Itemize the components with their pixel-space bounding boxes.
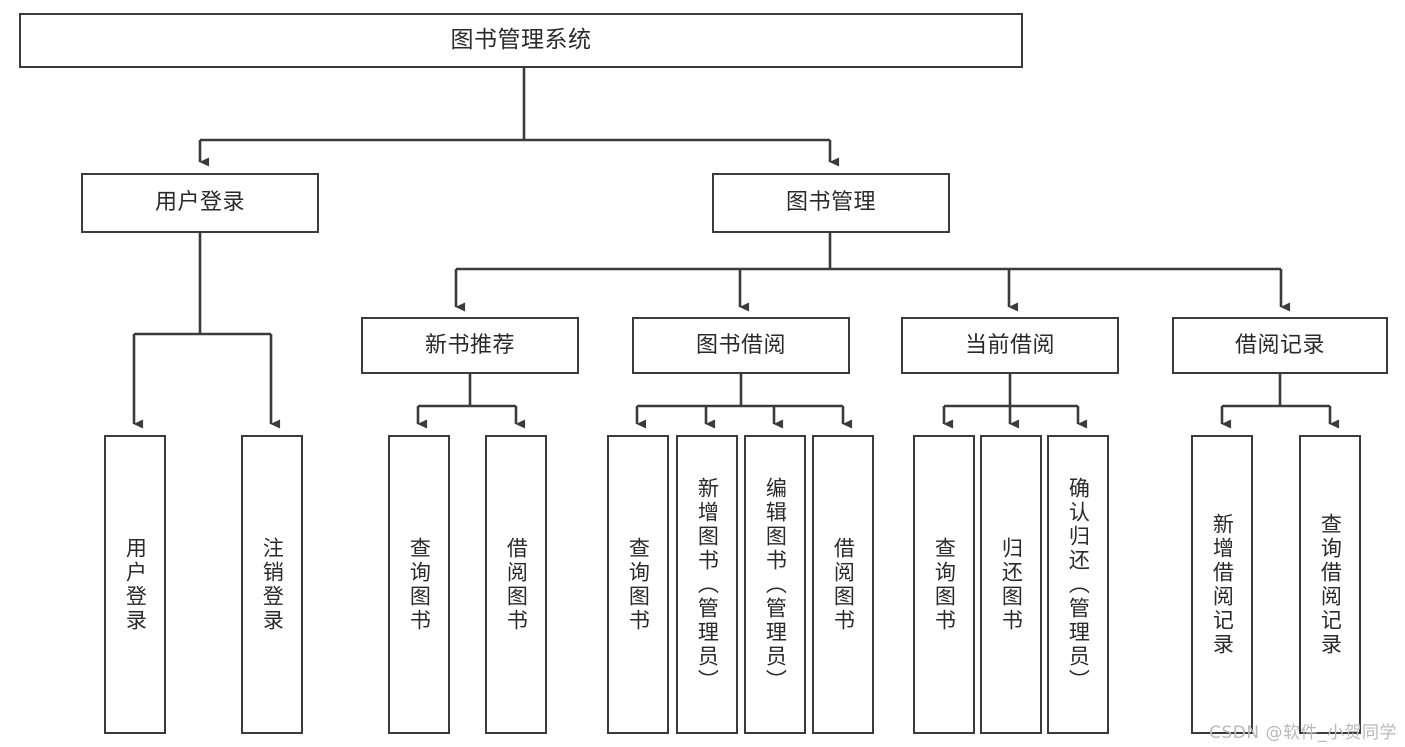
leaf-borrow-add[interactable]: 新增图书（管理员） — [676, 435, 738, 734]
leaf-newbook-borrow-label: 借阅图书 — [504, 536, 529, 633]
leaf-record-search-label: 查询借阅记录 — [1318, 512, 1343, 657]
leaf-current-query[interactable]: 查询图书 — [913, 435, 975, 734]
leaf-user-logout-label: 注销登录 — [260, 536, 285, 633]
leaf-current-query-label: 查询图书 — [932, 536, 957, 633]
leaf-newbook-borrow[interactable]: 借阅图书 — [485, 435, 547, 734]
leaf-user-login[interactable]: 用户登录 — [104, 435, 166, 734]
leaf-record-add[interactable]: 新增借阅记录 — [1191, 435, 1253, 734]
watermark-text: CSDN @软件_小贺同学 — [1209, 723, 1397, 743]
leaf-newbook-query[interactable]: 查询图书 — [388, 435, 450, 734]
node-borrow-record-label: 借阅记录 — [1234, 332, 1325, 358]
node-current-borrow-label: 当前借阅 — [964, 332, 1055, 358]
leaf-user-logout[interactable]: 注销登录 — [241, 435, 303, 734]
node-user-login-label: 用户登录 — [154, 190, 245, 216]
node-book-manage-label: 图书管理 — [785, 190, 876, 216]
leaf-borrow-add-label: 新增图书（管理员） — [695, 476, 720, 693]
leaf-borrow-lend[interactable]: 借阅图书 — [812, 435, 874, 734]
leaf-borrow-query[interactable]: 查询图书 — [607, 435, 669, 734]
node-root[interactable]: 图书管理系统 — [19, 13, 1023, 68]
leaf-current-confirm[interactable]: 确认归还（管理员） — [1047, 435, 1109, 734]
leaf-record-add-label: 新增借阅记录 — [1210, 512, 1235, 657]
node-book-borrow[interactable]: 图书借阅 — [632, 317, 850, 374]
leaf-newbook-query-label: 查询图书 — [407, 536, 432, 633]
leaf-user-login-label: 用户登录 — [123, 536, 148, 633]
leaf-current-return[interactable]: 归还图书 — [980, 435, 1042, 734]
node-new-book-rec[interactable]: 新书推荐 — [361, 317, 579, 374]
node-book-borrow-label: 图书借阅 — [695, 332, 786, 358]
leaf-current-confirm-label: 确认归还（管理员） — [1066, 476, 1091, 693]
node-root-label: 图书管理系统 — [450, 27, 592, 54]
leaf-current-return-label: 归还图书 — [999, 536, 1024, 633]
node-current-borrow[interactable]: 当前借阅 — [901, 317, 1119, 374]
node-book-manage[interactable]: 图书管理 — [712, 173, 950, 233]
node-borrow-record[interactable]: 借阅记录 — [1172, 317, 1388, 374]
leaf-borrow-edit-label: 编辑图书（管理员） — [763, 476, 788, 693]
node-new-book-rec-label: 新书推荐 — [424, 332, 515, 358]
leaf-borrow-lend-label: 借阅图书 — [831, 536, 856, 633]
node-user-login[interactable]: 用户登录 — [81, 173, 319, 233]
leaf-borrow-edit[interactable]: 编辑图书（管理员） — [744, 435, 806, 734]
leaf-record-search[interactable]: 查询借阅记录 — [1299, 435, 1361, 734]
leaf-borrow-query-label: 查询图书 — [626, 536, 651, 633]
